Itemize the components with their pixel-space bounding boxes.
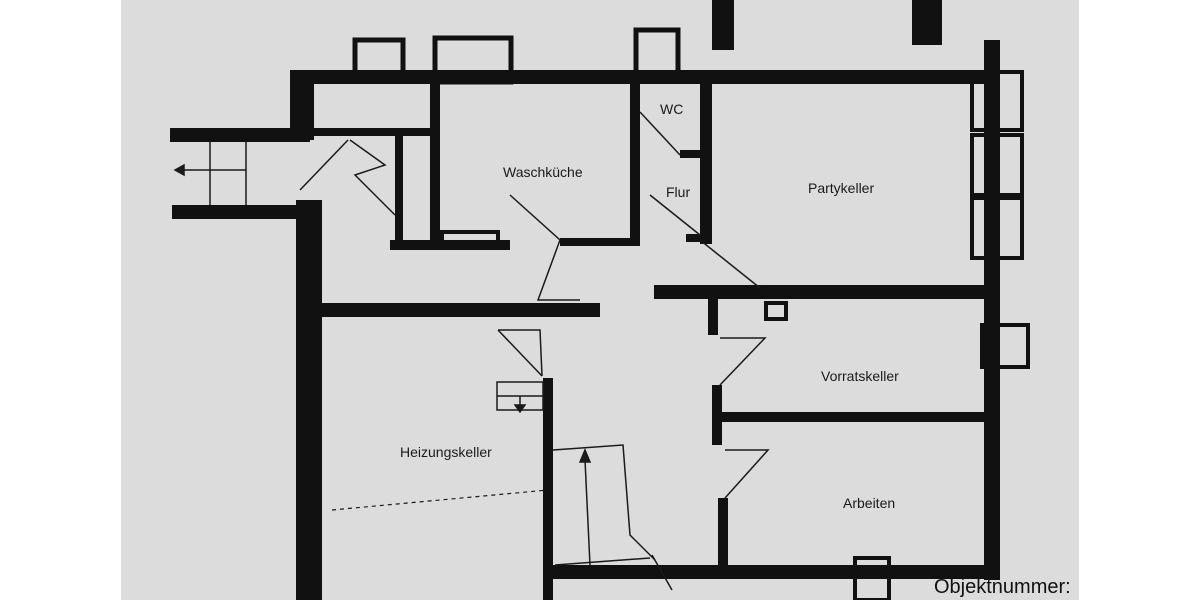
wall-flur-bottom <box>686 234 712 242</box>
wall-vorrat-left <box>712 385 722 445</box>
wall-stair-left <box>395 128 403 248</box>
room-label-vorratskeller: Vorratskeller <box>821 368 899 384</box>
small-windows <box>440 230 500 248</box>
room-label-flur: Flur <box>666 184 691 200</box>
wall-stair-top <box>310 128 430 136</box>
wall-wc <box>680 150 704 158</box>
wall-entry-top <box>170 128 310 142</box>
window-right-2 <box>970 133 1024 197</box>
door-swing-vorrat <box>719 337 767 386</box>
staircase <box>496 381 673 591</box>
wall-top-stub-1 <box>712 0 734 50</box>
door-swing-wc <box>639 111 681 156</box>
wall-arbeiten-left <box>718 498 728 578</box>
objektnummer-label: Objektnummer: <box>934 576 1071 598</box>
side-windows <box>440 70 1030 600</box>
wall-heiz-right <box>543 378 553 600</box>
wall-wasch-right <box>630 80 640 245</box>
door-swings <box>349 111 770 499</box>
wall-mid-left <box>322 303 600 317</box>
dashed-boundary <box>331 489 549 511</box>
room-label-arbeiten: Arbeiten <box>843 495 896 511</box>
door-swing-party <box>699 239 761 289</box>
window-right-1 <box>970 70 1024 132</box>
window-bottom <box>853 556 891 600</box>
window-right-3 <box>970 196 1024 260</box>
niche <box>764 301 788 321</box>
stair-main-arrow <box>578 448 592 463</box>
door-swing-wasch <box>509 194 580 301</box>
wall-left <box>296 200 322 600</box>
stair-main-bottom <box>554 557 651 566</box>
room-label-waschkueche: Waschküche <box>503 164 583 180</box>
entry-steps <box>173 139 349 205</box>
stair-small-arrow <box>513 404 527 414</box>
wall-vorrat-left-top <box>708 295 718 335</box>
wall-top-stub-2 <box>912 0 942 45</box>
window-box-2 <box>432 35 514 85</box>
entry-arrow-head <box>173 163 185 177</box>
stair-main-line <box>584 459 591 566</box>
wall-mid-right <box>654 285 984 299</box>
window-box-3 <box>633 27 681 77</box>
door-swing-heiz <box>498 329 543 377</box>
wall-wasch-left <box>430 80 440 250</box>
door-swing-stair <box>349 139 396 216</box>
door-swing-heiz-2 <box>497 329 543 377</box>
door-swing-arbeiten <box>724 449 770 499</box>
window-box-1 <box>352 37 406 83</box>
wall-entry-bottom <box>172 205 317 219</box>
room-label-partykeller: Partykeller <box>808 180 875 196</box>
room-label-wc: WC <box>660 101 684 117</box>
paper-sheet <box>121 0 1079 600</box>
wall-wasch-door <box>560 238 640 246</box>
walls <box>170 0 1000 600</box>
entry-door-swing <box>299 139 349 191</box>
room-label-heizungskeller: Heizungskeller <box>400 444 492 460</box>
wall-vorrat-bottom <box>718 412 988 422</box>
wall-bottom <box>550 565 1000 579</box>
stair-main-outline <box>552 444 656 561</box>
wall-flur-right <box>700 76 712 244</box>
door-swing-flur <box>649 194 701 236</box>
window-right-4 <box>980 323 1030 369</box>
stair-main-turn <box>651 554 673 591</box>
wall-right <box>984 40 1000 580</box>
